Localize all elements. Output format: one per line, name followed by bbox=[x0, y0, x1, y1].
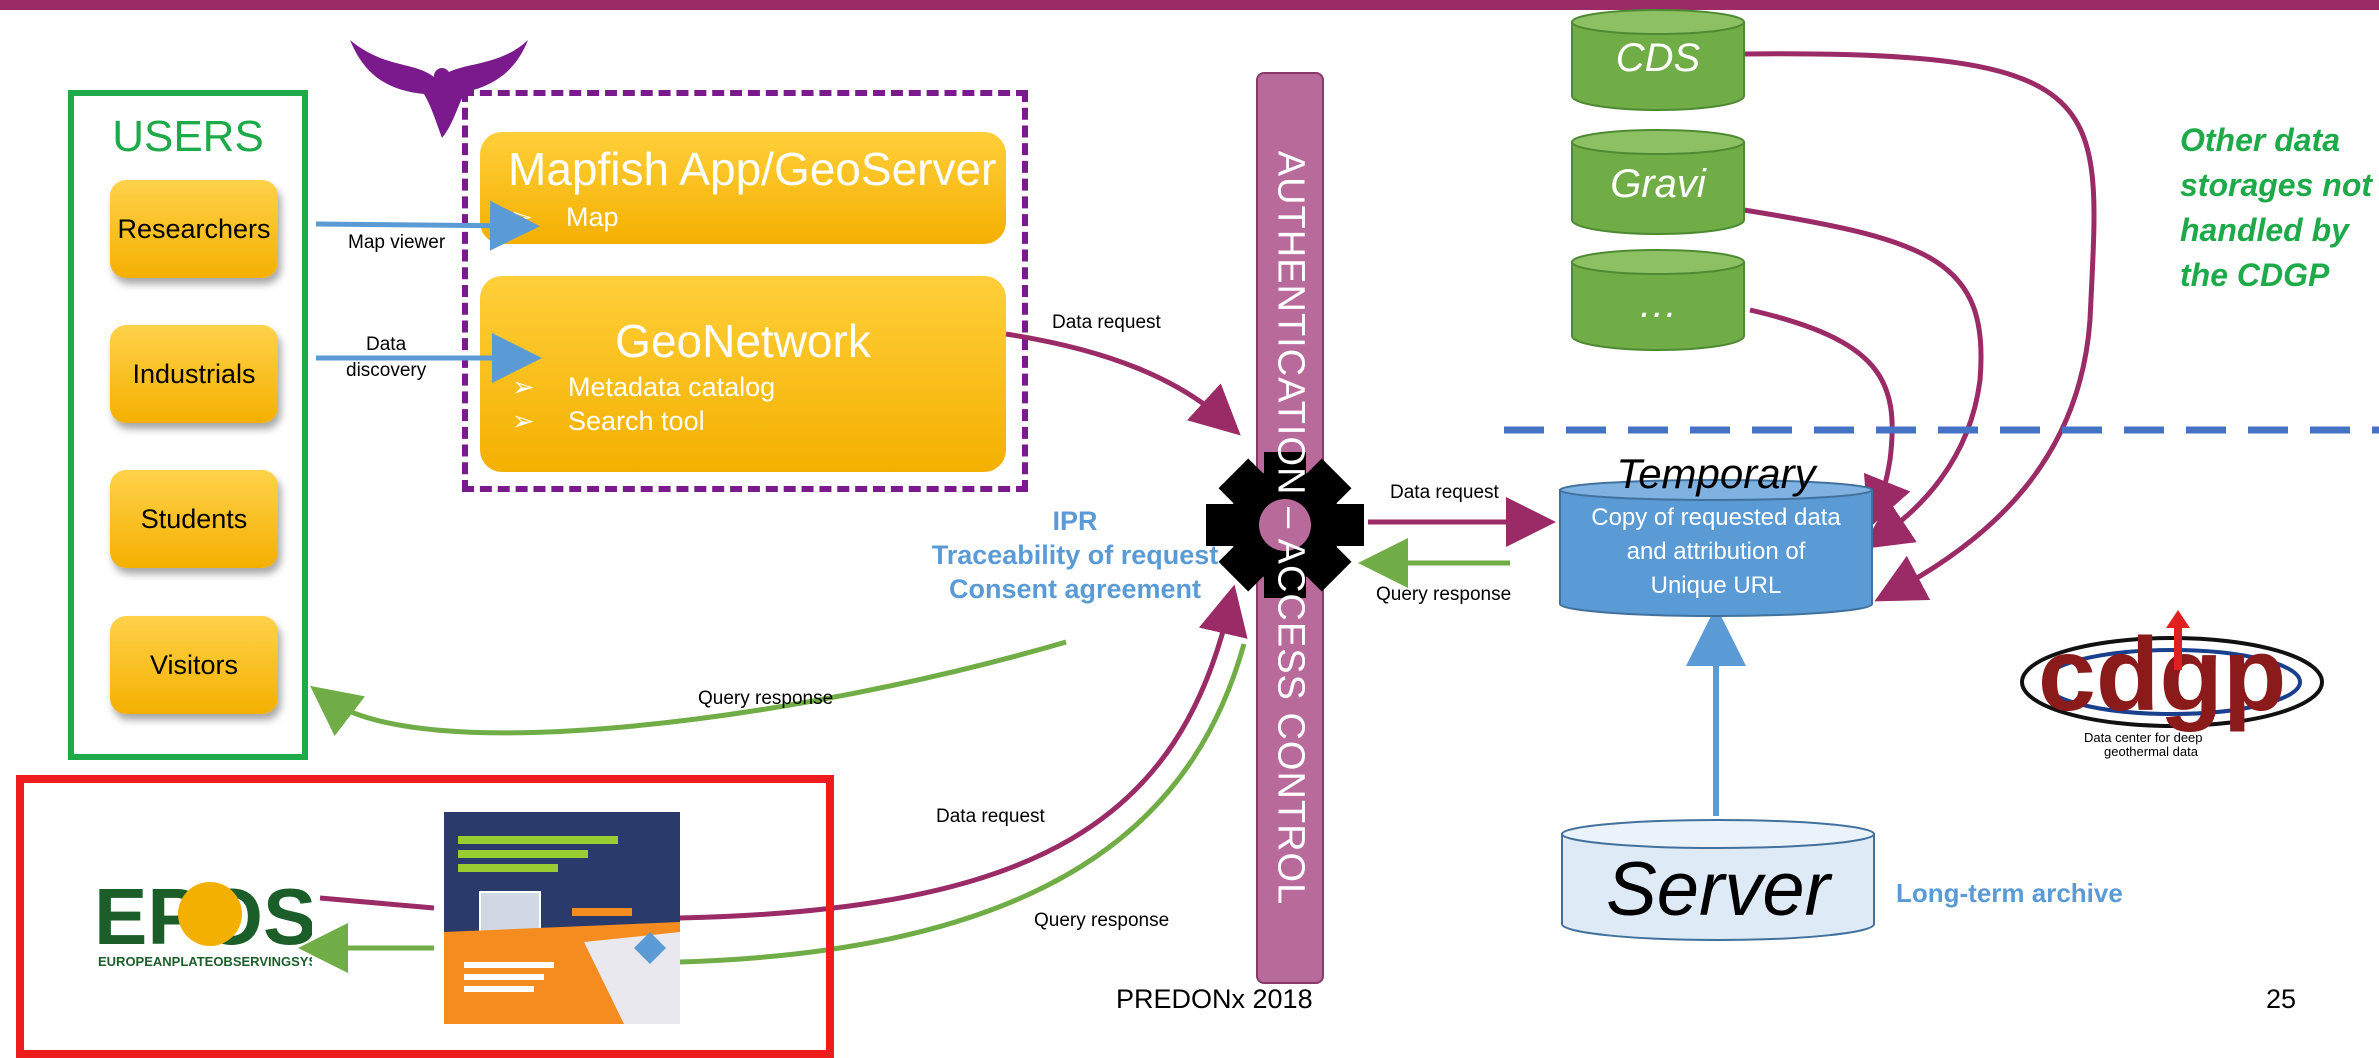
other-storage-cylinder[interactable] bbox=[1570, 248, 1746, 352]
temporary-title: Temporary bbox=[1616, 450, 1816, 497]
data-request-right-label: Data request bbox=[1390, 482, 1499, 503]
temporary-line-1: Copy of requested data bbox=[1591, 504, 1841, 531]
gravi-label: Gravi bbox=[1610, 162, 1706, 206]
cdgp-logo-letters: cdgp bbox=[2038, 617, 2286, 733]
map-viewer-arrow bbox=[315, 200, 540, 251]
cdgp-logo: cdgp Data center for deep geothermal dat… bbox=[2020, 610, 2324, 759]
page-number: 25 bbox=[2266, 984, 2297, 1014]
visitors-button[interactable]: Visitors bbox=[110, 616, 278, 714]
other-storages-line-4: the CDGP bbox=[2180, 257, 2330, 293]
other-storage-label: … bbox=[1638, 282, 1678, 326]
epos-panel bbox=[16, 775, 834, 1058]
query-response-bottom-label: Query response bbox=[1034, 910, 1170, 931]
cds-to-temporary-arrow bbox=[1743, 51, 2097, 602]
query-response-left-label: Query response bbox=[698, 688, 834, 709]
dots-to-temporary-arrow bbox=[1749, 307, 1911, 529]
cds-cylinder[interactable] bbox=[1570, 8, 1746, 112]
data-request-bottom-arrow bbox=[679, 584, 1248, 921]
data-request-top-label: Data request bbox=[1052, 312, 1161, 333]
map-viewer-label: Map viewer bbox=[348, 232, 446, 253]
vulture-icon bbox=[350, 40, 528, 138]
cdgp-logo-caption-2: geothermal data bbox=[2104, 744, 2199, 759]
search-tool-item: Search tool bbox=[568, 406, 705, 436]
epos-website-thumbnail bbox=[444, 812, 680, 1024]
traceability-text: Traceability of request bbox=[931, 540, 1219, 570]
top-accent-bar bbox=[0, 0, 2379, 10]
epos-logo: EPOS EUROPEANPLATEOBSERVINGSYSTEM bbox=[94, 872, 312, 969]
server-label: Server bbox=[1606, 847, 1830, 932]
users-title: USERS bbox=[112, 112, 264, 161]
query-response-bottom-arrow bbox=[679, 643, 1247, 965]
researchers-button[interactable]: Researchers bbox=[110, 180, 278, 278]
temporary-line-3: Unique URL bbox=[1650, 572, 1782, 599]
geonetwork-bullet-marker-2: ➢ bbox=[512, 406, 535, 436]
gear-icon bbox=[1206, 452, 1364, 598]
temporary-line-2: and attribution of bbox=[1626, 538, 1806, 565]
other-storages-line-3: handled by bbox=[2180, 212, 2349, 248]
mapfish-bullet-map: Map bbox=[566, 202, 619, 232]
temporary-storage-cylinder[interactable] bbox=[1558, 478, 1874, 618]
data-request-bottom-label: Data request bbox=[936, 806, 1045, 827]
gravi-to-temporary-arrow bbox=[1743, 207, 1984, 550]
cds-label: CDS bbox=[1615, 36, 1701, 80]
metadata-catalog-item: Metadata catalog bbox=[568, 372, 776, 402]
students-button[interactable]: Students bbox=[110, 470, 278, 568]
users-panel bbox=[68, 90, 308, 760]
ipr-heading: IPR bbox=[1052, 506, 1098, 536]
data-discovery-label-2: discovery bbox=[346, 360, 427, 381]
data-discovery-label-1: Data bbox=[366, 334, 407, 355]
long-term-archive-label: Long-term archive bbox=[1896, 878, 2123, 908]
server-cylinder[interactable] bbox=[1560, 818, 1876, 942]
data-request-top-arrow bbox=[1005, 331, 1241, 436]
query-response-right-label: Query response bbox=[1376, 584, 1512, 605]
cdgp-logo-caption-1: Data center for deep bbox=[2084, 730, 2203, 745]
epos-logo-caption: EUROPEANPLATEOBSERVINGSYSTEM bbox=[98, 954, 312, 969]
other-storages-line-1: Other data bbox=[2180, 122, 2341, 158]
mapfish-title: Mapfish App/GeoServer bbox=[508, 143, 997, 195]
other-storages-line-2: storages not bbox=[2180, 167, 2373, 203]
consent-agreement-text: Consent agreement bbox=[948, 574, 1202, 604]
epos-request-line bbox=[319, 895, 435, 911]
query-response-left-arrow bbox=[310, 639, 1067, 737]
internal-services-box bbox=[462, 90, 1028, 492]
industrials-button[interactable]: Industrials bbox=[110, 325, 278, 423]
geonetwork-title: GeoNetwork bbox=[615, 315, 871, 367]
geonetwork-panel[interactable]: GeoNetwork ➢ Metadata catalog ➢ Search t… bbox=[480, 276, 1006, 472]
footer-event: PREDONx 2018 bbox=[1116, 984, 1313, 1014]
gravi-cylinder[interactable] bbox=[1570, 128, 1746, 236]
